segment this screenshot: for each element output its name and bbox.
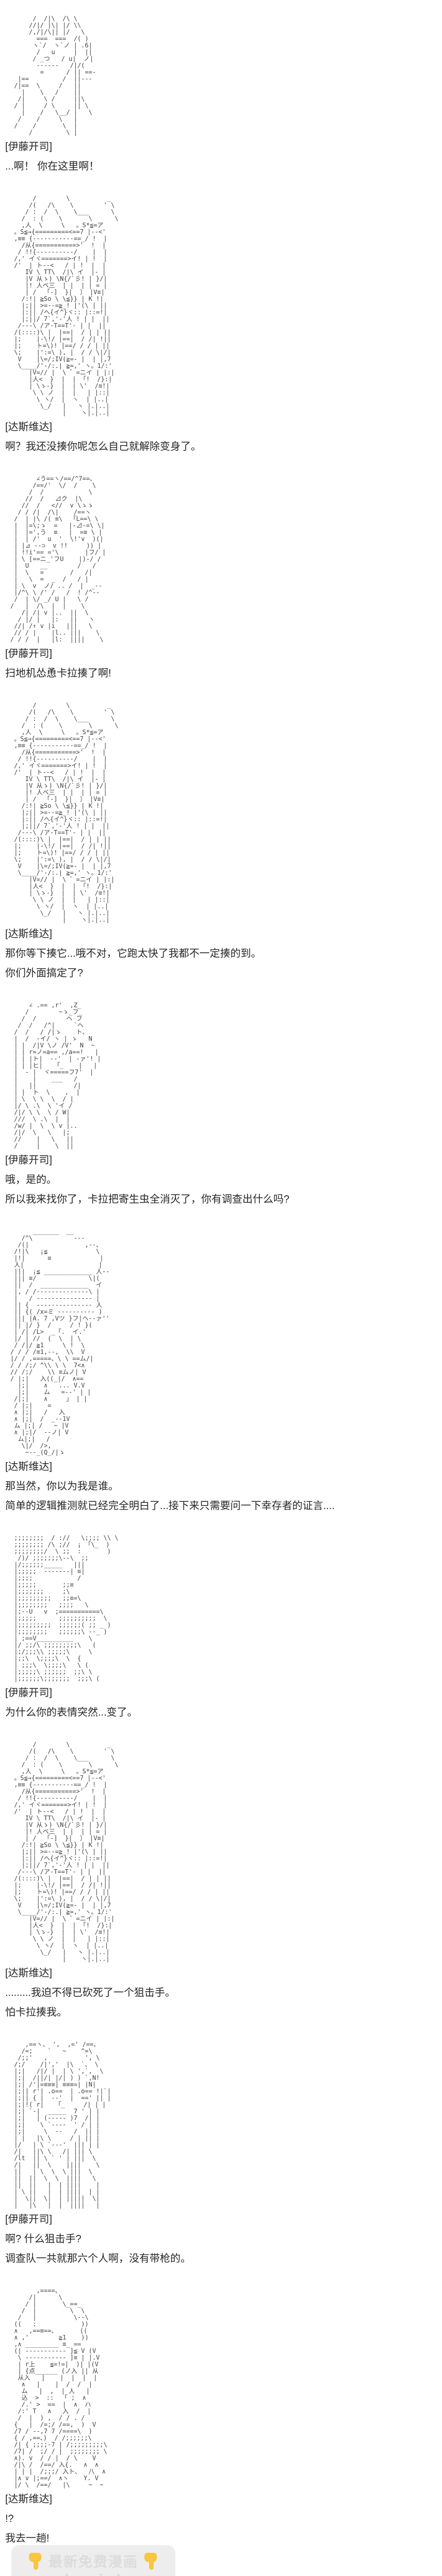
ascii-art-panel-group_scene: ,====、 /| \ / | \_==_ / | \ \ / | \--\ (… (14, 2287, 107, 2488)
dialogue-line: 我去一趟! (5, 2533, 50, 2544)
ascii-art-panel-duo_scene: _______ __ /^\ --- /(| ,--、 /!|\ ¡≦ \ |!… (10, 1228, 110, 1456)
ascii-art-panel-vader_standing: / \ _ /( /\ \ ' \ / : / \ \___ \ / : ( \… (14, 702, 119, 923)
watermark-title-row: 最新免费漫画 (28, 2551, 159, 2571)
watermark-title: 最新免费漫画 (48, 2554, 138, 2570)
dialogue-line: 哦，是的。 (5, 1174, 57, 1185)
ascii-art-panel-vader_standing: / \ _ /( /\ \ ' \ / : / \ \___ \ / : ( \… (14, 195, 119, 416)
ascii-art-panel-kaiji_face: ∠う==ヽ/==/^7==、 /==/' \/ / \ / / \ // / ⊿… (10, 475, 106, 643)
pointing-down-hand-icon (28, 2552, 43, 2570)
speaker-label: [伊藤开司] (5, 141, 53, 152)
ascii-art-panel-kaiji_head: ∠ .== ,r' ,Z_ / ~ゝ_フ_ / / ヘ フ / / /^| `ヘ… (14, 1002, 101, 1149)
speaker-label: [达斯维达] (5, 421, 53, 433)
speaker-label: [伊藤开司] (5, 648, 53, 659)
dialogue-line: 那当然，你以为我是谁。 (5, 1481, 119, 1492)
dialogue-line: 调查队一共就那六个人啊，没有带枪的。 (5, 2253, 191, 2264)
speaker-label: [达斯维达] (5, 928, 53, 940)
speaker-label: [达斯维达] (5, 2494, 53, 2505)
dialogue-line: 扫地机怂恿卡拉揍了啊! (5, 668, 111, 679)
ascii-art-panel-kaiji_closeup: / /|\ /\ \ //|/ |\| |/ \\ /,/|/\|| |/ \ … (14, 15, 96, 136)
ascii-art-panel-detective_scene: ;;;;;;;; / :// \;;;; \\ \ ;;;;;;;; /\ ;/… (14, 1534, 119, 1682)
dialogue-line: .........我迫不得已砍死了一个狙击手。 (5, 1987, 176, 1998)
dialogue-line: !? (5, 2513, 14, 2524)
dialogue-line: 怕卡拉揍我。 (5, 2007, 67, 2018)
watermark-url: www.baozimh.com (26, 2572, 160, 2576)
speaker-label: [伊藤开司] (5, 2214, 53, 2225)
dialogue-line: 啊? 什么狙击手? (5, 2233, 81, 2245)
dialogue-line: 你们外面搞定了? (5, 968, 84, 979)
speaker-label: [伊藤开司] (5, 1687, 53, 1699)
watermark-overlay: 最新免费漫画 www.baozimh.com (11, 2545, 175, 2576)
dialogue-line: 为什么你的表情突然...变了。 (5, 1707, 138, 1718)
dialogue-line: 所以我来找你了，卡拉把寄生虫全消灭了，你有调查出什么吗? (5, 1194, 290, 1205)
dialogue-line: ...啊！ 你在这里啊！ (5, 161, 100, 172)
ascii-art-panel-vader_standing: / \ _ /( /\ \ ' \ / : / \ \___ \ / : ( \… (14, 1741, 119, 1962)
ascii-art-panel-kaiji_smile: ,==ヽ、 ', ,=' /==、 /=; ` ~ ^=\ /;;' , ', … (14, 2041, 111, 2209)
pointing-down-hand-icon (143, 2552, 159, 2570)
speaker-label: [达斯维达] (5, 1968, 53, 1979)
dialogue-line: 那你等下揍它...哦不对，它跑太快了我都不一定揍的到。 (5, 948, 261, 959)
speaker-label: [伊藤开司] (5, 1155, 53, 1166)
dialogue-line: 啊？我还没揍你呢怎么自己就解除变身了。 (5, 441, 201, 452)
dialogue-line: 简单的逻辑推测就已经完全明白了...接下来只需要问一下幸存者的证言.... (5, 1500, 335, 1512)
speaker-label: [达斯维达] (5, 1461, 53, 1472)
comic-content: / /|\ /\ \ //|/ |\| |/ \\ /,/|/\|| |/ \ … (0, 15, 442, 2545)
